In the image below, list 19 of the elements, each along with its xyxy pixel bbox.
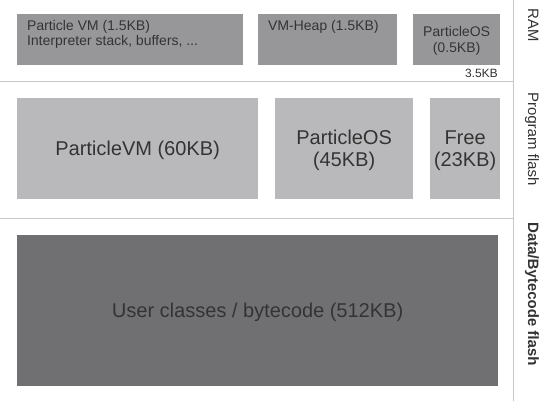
memory-block xyxy=(430,98,500,199)
section-label: Program flash xyxy=(524,92,541,186)
section-label: Data/Bytecode flash xyxy=(524,222,541,366)
memory-block xyxy=(17,235,498,386)
block-label: Particle VM (1.5KB) xyxy=(27,18,151,34)
memory-block xyxy=(258,14,397,65)
block-label: ParticleVM (60KB) xyxy=(54,138,221,160)
block-label: ParticleOS (45KB) xyxy=(295,126,393,170)
block-label: User classes / bytecode (512KB) xyxy=(110,300,404,322)
block-label: VM-Heap (1.5KB) xyxy=(268,18,380,34)
section-label: RAM xyxy=(524,8,541,42)
block-label: Interpreter stack, buffers, ... xyxy=(27,33,199,49)
memory-block xyxy=(17,14,243,65)
block-label: ParticleOS (0.5KB) xyxy=(422,24,491,55)
block-label: Free (23KB) xyxy=(432,126,498,170)
memory-block xyxy=(17,98,258,199)
memory-block xyxy=(275,98,413,199)
size-total-label: 3.5KB xyxy=(465,66,498,80)
memory-block xyxy=(413,14,500,65)
